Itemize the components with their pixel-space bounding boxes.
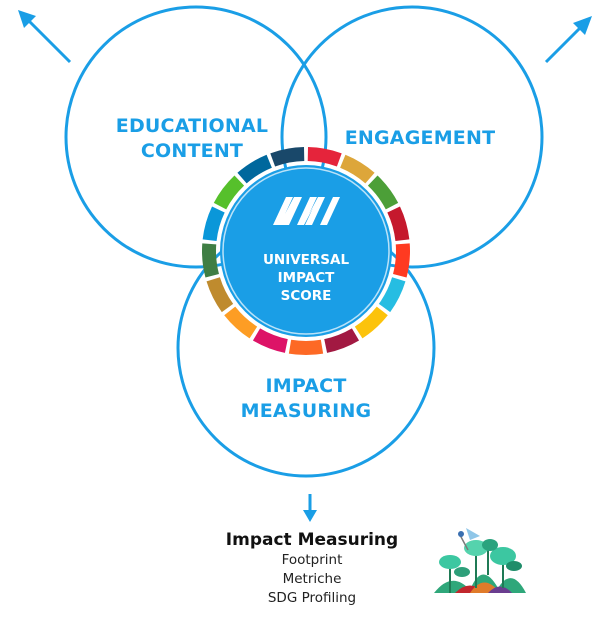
arrow-down: [303, 494, 317, 522]
uis-logo-icon: [273, 197, 340, 225]
circle-engagement: [280, 5, 544, 269]
core-line-universal: UNIVERSAL: [263, 252, 350, 268]
sdg-ring-segment: [367, 175, 399, 210]
arrow-top-left: [18, 10, 72, 64]
sdg-ring-segment: [237, 154, 272, 184]
sdg-ring-segment: [270, 147, 305, 167]
label-engagement: ENGAGEMENT: [345, 127, 496, 149]
sdg-ring-segment: [354, 306, 388, 339]
sdg-ring-segment: [202, 243, 219, 278]
sdg-color-ring: [202, 147, 410, 356]
label-educational: EDUCATIONAL: [116, 115, 268, 137]
sdg-ring-segment: [252, 328, 288, 353]
caption-item-sdg-profiling: SDG Profiling: [267, 590, 357, 606]
sdg-ring-segment: [202, 206, 225, 241]
sdg-ring-segment: [324, 328, 360, 353]
core-line-score: SCORE: [281, 288, 332, 304]
circle-educational-content: [64, 5, 328, 269]
label-measuring: MEASURING: [241, 400, 372, 422]
sdg-ring-segment: [224, 306, 258, 339]
caption-item-footprint: Footprint: [281, 552, 343, 568]
sdg-ring-segment: [288, 339, 324, 356]
sdg-ring-segment: [393, 243, 410, 278]
label-impact: IMPACT: [266, 375, 347, 397]
caption-item-metriche: Metriche: [282, 571, 342, 587]
arrow-top-right: [544, 16, 592, 64]
label-content: CONTENT: [141, 140, 243, 162]
sdg-ring-segment: [206, 277, 234, 313]
plant-growth-illustration: [434, 528, 526, 593]
caption-title: Impact Measuring: [225, 530, 399, 550]
sdg-ring-segment: [307, 147, 342, 167]
sdg-ring-segment: [340, 154, 375, 184]
sdg-ring-segment: [378, 277, 406, 313]
sdg-ring-segment: [387, 206, 410, 241]
core-circle-inner-border: [222, 167, 390, 335]
impact-measuring-caption: Impact Measuring Footprint Metriche SDG …: [190, 530, 434, 608]
core-line-impact: IMPACT: [278, 270, 335, 286]
sdg-ring-segment: [213, 175, 245, 210]
core-circle: [220, 165, 392, 337]
